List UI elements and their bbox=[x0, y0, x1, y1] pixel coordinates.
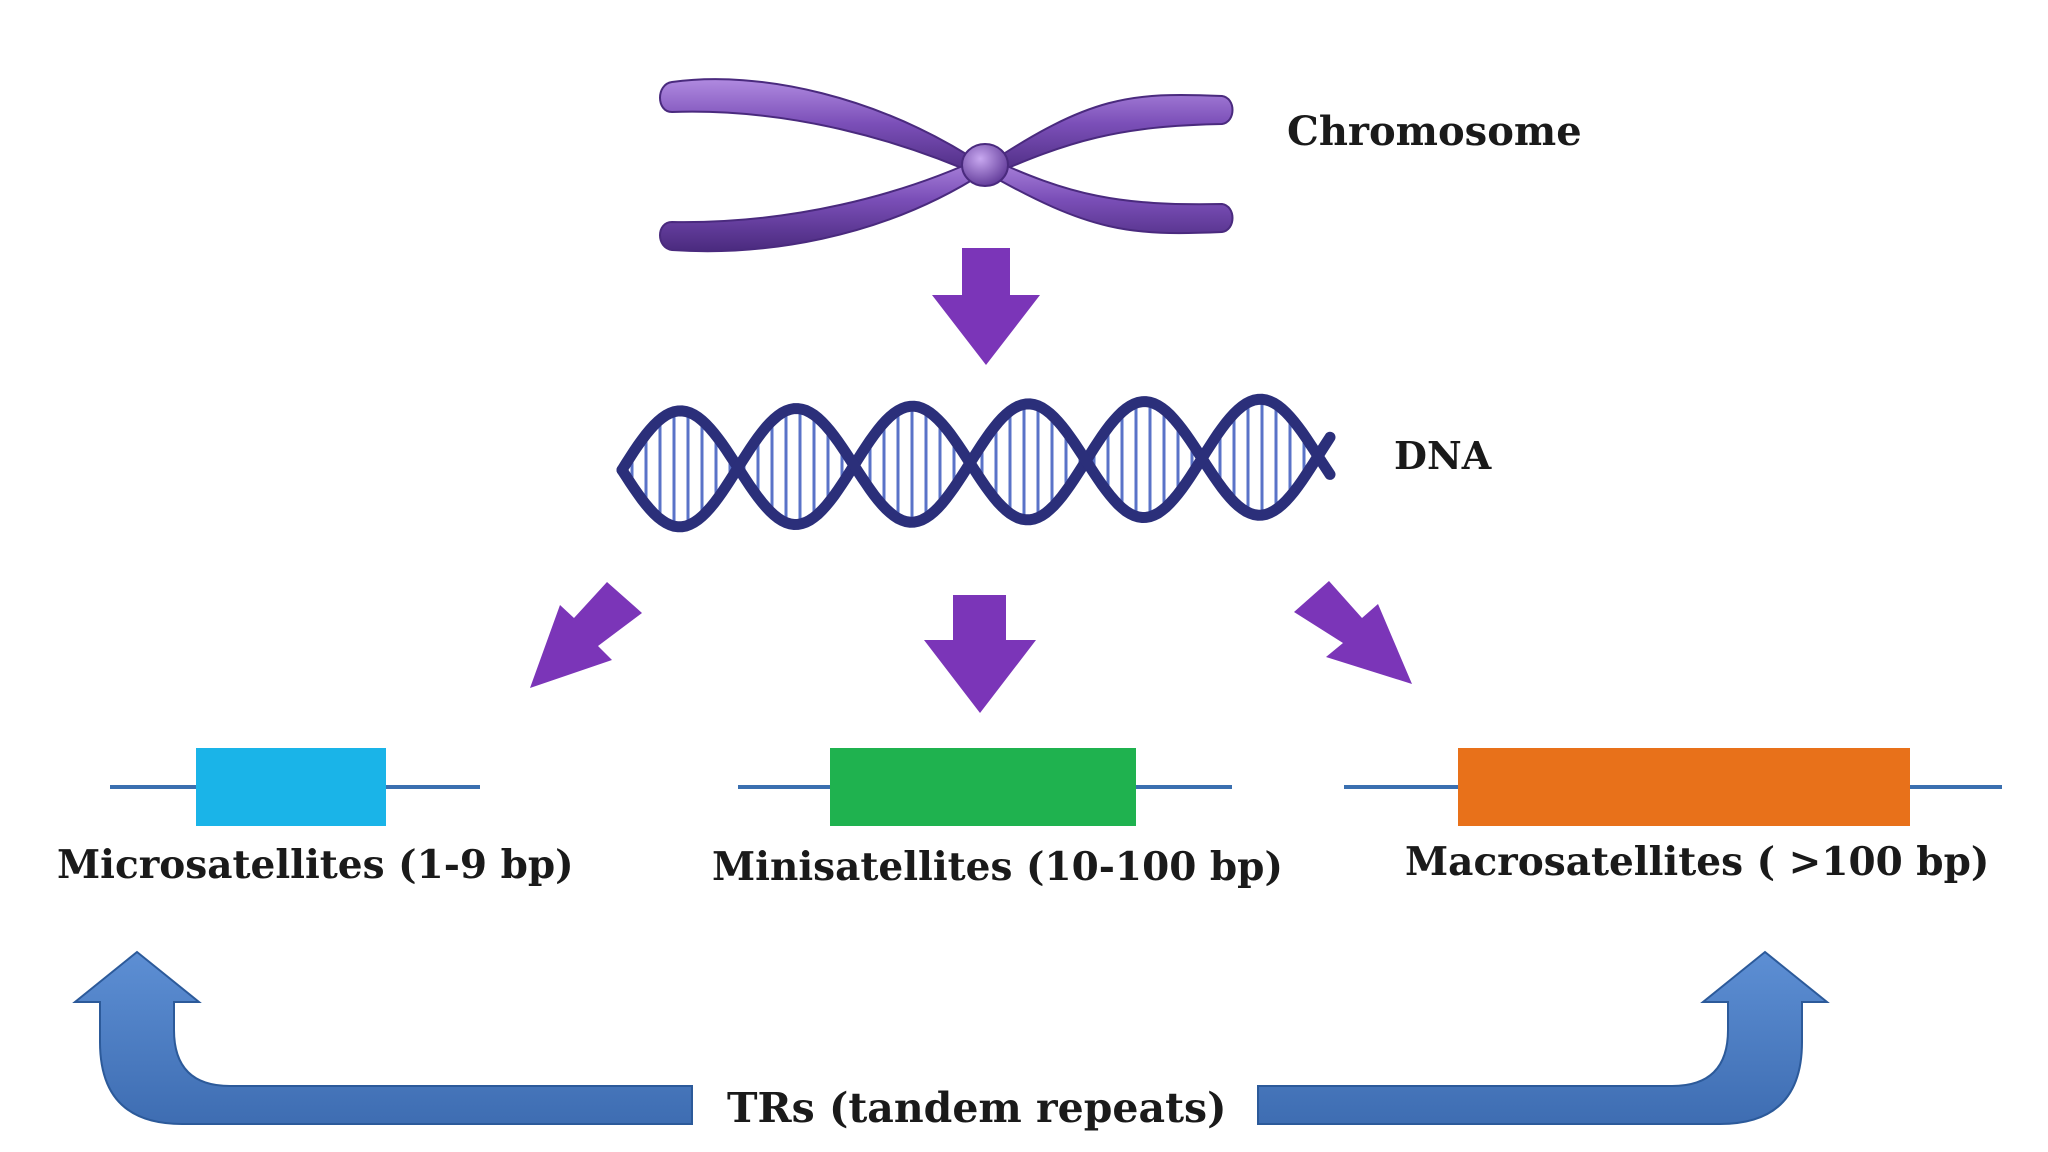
macrosatellites-label: Macrosatellites ( >100 bp) bbox=[1405, 839, 1990, 885]
down-arrow-chromosome-to-dna bbox=[932, 248, 1040, 365]
dna-helix-illustration bbox=[616, 393, 1336, 533]
minisatellites-label: Minisatellites (10-100 bp) bbox=[712, 844, 1283, 890]
chromosome-illustration bbox=[659, 78, 1234, 253]
macrosatellite-repeat-block bbox=[1458, 748, 1910, 826]
dna-label: DNA bbox=[1394, 433, 1492, 478]
minisatellite-repeat-block bbox=[830, 748, 1136, 826]
microsatellite-sequence bbox=[110, 748, 480, 826]
tandem-repeats-label: TRs (tandem repeats) bbox=[727, 1084, 1227, 1132]
arrow-to-minisatellites bbox=[924, 595, 1036, 713]
microsatellite-repeat-block bbox=[196, 748, 386, 826]
tr-arrow-left bbox=[72, 950, 693, 1125]
dna-strand-b bbox=[616, 393, 1336, 533]
tr-arrow-right bbox=[1257, 950, 1830, 1125]
arrow-to-macrosatellites bbox=[1294, 581, 1412, 684]
microsatellites-label: Microsatellites (1-9 bp) bbox=[57, 842, 574, 888]
minisatellite-sequence bbox=[738, 748, 1232, 826]
macrosatellite-sequence bbox=[1344, 748, 2002, 826]
chromosome-label: Chromosome bbox=[1287, 108, 1582, 155]
arrow-to-microsatellites bbox=[530, 582, 642, 688]
